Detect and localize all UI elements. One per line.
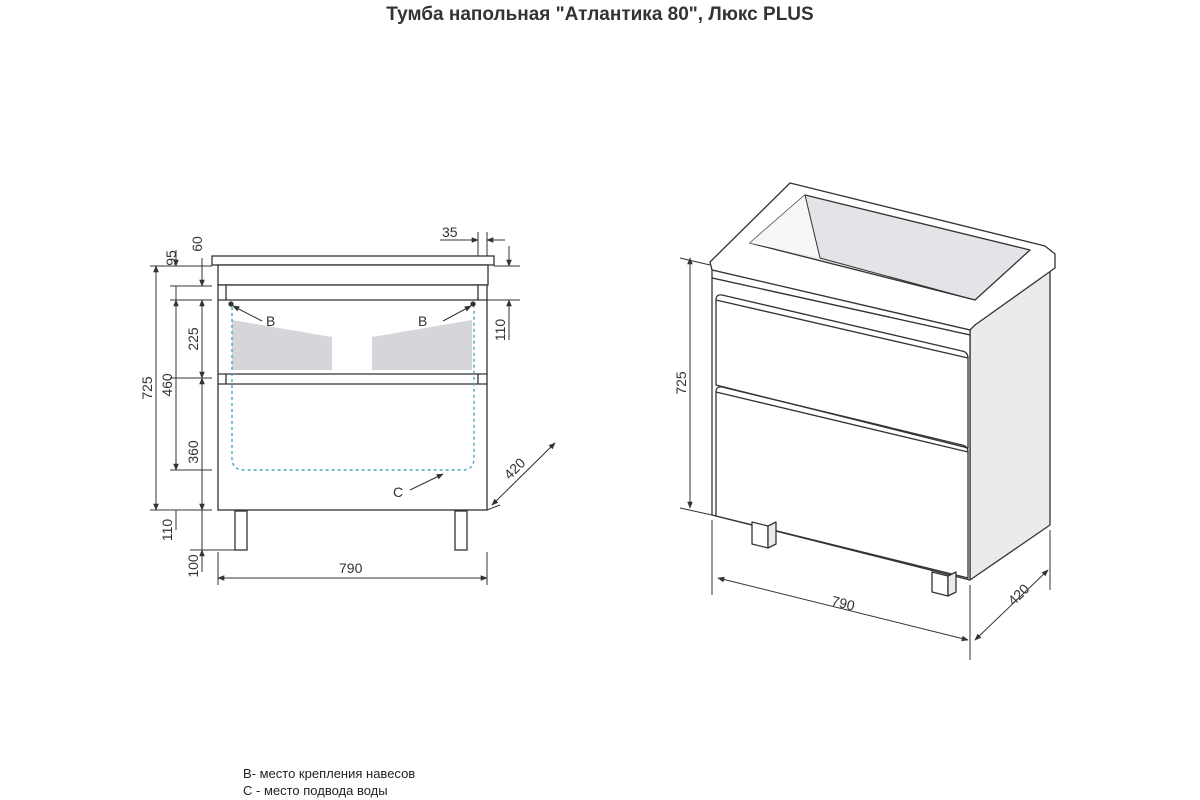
dim-110-right: 110: [492, 319, 508, 342]
iso-view: [709, 182, 1056, 597]
iso-drawer-top: [715, 299, 969, 449]
dim-420-iso: 420: [1005, 580, 1033, 608]
hidden-basin-outline: [231, 307, 475, 471]
dim-420-front: 420: [501, 454, 529, 482]
leg-left: [234, 510, 248, 551]
leg-right: [454, 510, 468, 551]
dim-110-left: 110: [159, 519, 175, 542]
dim-790-front: 790: [339, 560, 363, 576]
dim-725-front: 725: [139, 376, 155, 400]
dim-35: 35: [442, 224, 458, 240]
dim-360: 360: [185, 440, 201, 464]
dim-100: 100: [185, 554, 201, 578]
legend-line-c: С - место подвода воды: [243, 783, 388, 798]
iso-leg-left: [751, 521, 769, 549]
iso-leg-right: [931, 571, 949, 597]
dim-95: 95: [163, 250, 179, 266]
dim-60: 60: [189, 236, 205, 252]
marker-b-right: B: [418, 313, 427, 329]
dim-225: 225: [185, 327, 201, 351]
dim-725-iso: 725: [673, 371, 689, 395]
marker-c: C: [393, 484, 403, 500]
marker-b-left: B: [266, 313, 275, 329]
legend-line-b: В- место крепления навесов: [243, 766, 416, 781]
drawing-title: Тумба напольная "Атлантика 80", Люкс PLU…: [386, 4, 814, 25]
hanger-zone-right: [372, 320, 472, 370]
dim-790-iso: 790: [830, 593, 857, 614]
dim-460: 460: [159, 373, 175, 397]
cabinet-body: [217, 284, 488, 511]
hanger-zone-left: [232, 320, 332, 370]
basin-top: [211, 255, 495, 266]
front-view: [211, 255, 495, 551]
basin-body: [217, 264, 489, 286]
